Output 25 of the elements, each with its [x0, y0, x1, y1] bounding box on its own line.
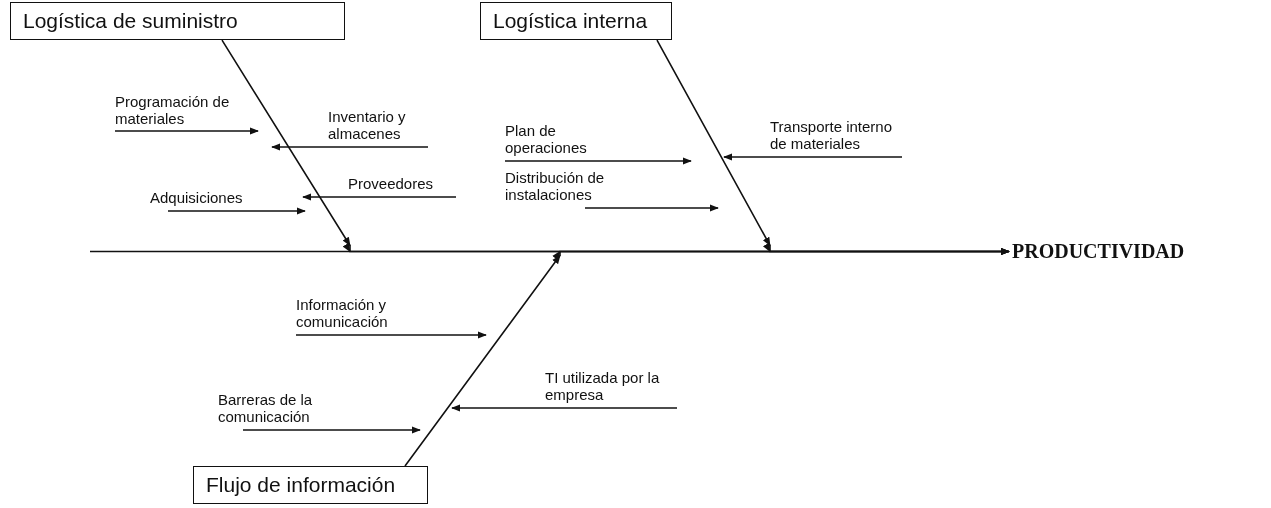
cause-label: Información y comunicación — [296, 296, 426, 335]
arrow — [271, 143, 429, 151]
category-box: Logística interna — [480, 2, 672, 41]
cause-label: TI utilizada por la empresa — [545, 369, 677, 408]
cause-label: Distribución de instalaciones — [505, 169, 625, 208]
arrow — [302, 193, 457, 201]
arrow — [723, 153, 903, 161]
arrow — [114, 127, 259, 135]
arrow — [242, 426, 421, 434]
arrow — [584, 204, 719, 212]
cause-label: Adquisiciones — [150, 189, 260, 211]
cause-label: Programación de materiales — [115, 93, 233, 131]
arrow — [451, 404, 678, 412]
category-box: Flujo de información — [193, 466, 428, 505]
effect-label: PRODUCTIVIDAD — [1012, 240, 1185, 263]
cause-label: Plan de operaciones — [505, 122, 615, 161]
cause-label: Inventario y almacenes — [328, 108, 428, 147]
arrow — [295, 331, 487, 339]
category-box: Logística de suministro — [10, 2, 345, 41]
arrow — [167, 207, 306, 215]
cause-label: Transporte interno de materiales — [770, 118, 902, 157]
cause-label: Proveedores — [348, 175, 456, 197]
bone-arrow — [404, 248, 1010, 467]
arrow — [504, 157, 692, 165]
cause-label: Barreras de la comunicación — [218, 391, 348, 430]
